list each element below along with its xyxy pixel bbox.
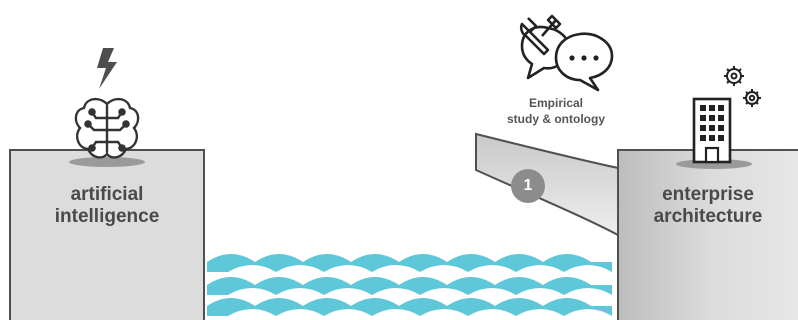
office-building-icon — [694, 99, 730, 162]
left-pillar-label-line1: artificial — [10, 184, 204, 206]
bridge-caption-line2: study & ontology — [496, 111, 616, 127]
right-pillar-label: enterprise architecture — [618, 184, 798, 228]
tools-chat-icon — [521, 16, 612, 90]
left-pillar-label-line2: intelligence — [10, 206, 204, 228]
right-pillar-label-line2: architecture — [618, 206, 798, 228]
water-waves — [207, 254, 612, 316]
left-pillar — [10, 150, 204, 320]
bridge-caption: Empirical study & ontology — [496, 95, 616, 127]
right-pillar — [618, 150, 798, 320]
bridge-ramp — [476, 134, 618, 235]
bridge-caption-line1: Empirical — [496, 95, 616, 111]
left-icon-shadow — [69, 157, 145, 167]
left-pillar-label: artificial intelligence — [10, 184, 204, 228]
brain-circuit-icon — [76, 99, 138, 157]
lightning-icon — [97, 48, 117, 89]
bridge-badge-number: 1 — [512, 172, 544, 200]
right-pillar-label-line1: enterprise — [618, 184, 798, 206]
